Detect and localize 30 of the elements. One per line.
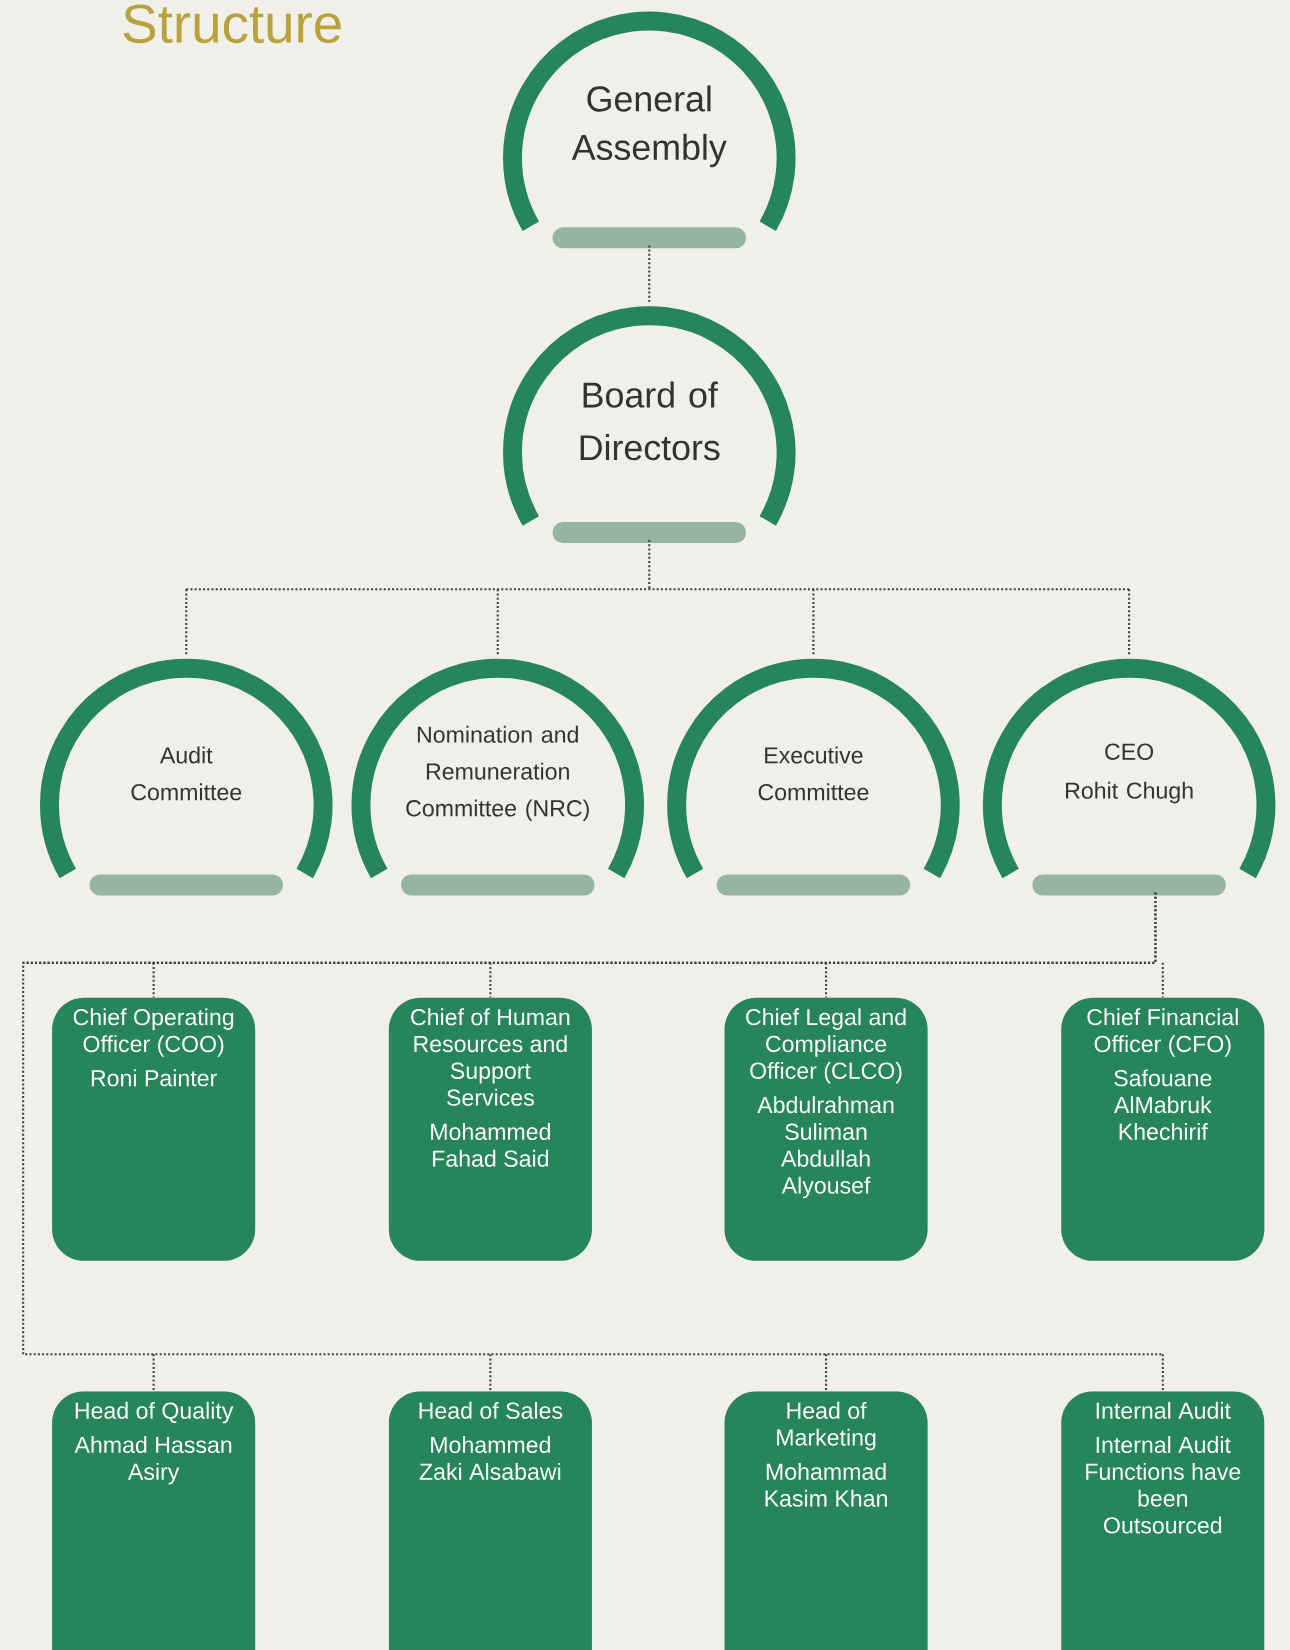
connector-line xyxy=(812,589,815,655)
connector-line xyxy=(1161,962,1164,998)
connector-line xyxy=(1161,1354,1164,1392)
connector-line xyxy=(185,589,188,655)
connector-line xyxy=(489,962,492,998)
connector-line xyxy=(648,245,651,302)
arc-node: Nomination and Remuneration Committee (NRC) xyxy=(351,658,644,896)
role-box: Head of Sales Mohammed Zaki Alsabawi xyxy=(388,1391,592,1650)
role-box: Chief Financial Officer (CFO) Safouane AlMabruk Khechirif xyxy=(1061,997,1265,1261)
arc-node: Board of Directors xyxy=(503,306,796,543)
connector-line xyxy=(824,962,828,998)
role-box: Head of Marketing Mohammad Kasim Khan xyxy=(724,1391,928,1650)
role-box: Chief Legal and Compliance Officer (CLCO) Abdulrahman Suliman Abdullah Alyousef xyxy=(724,997,928,1261)
arc-node: General Assembly xyxy=(503,11,796,249)
role-box: Chief Operating Officer (COO) Roni Painter xyxy=(52,997,256,1261)
connector-line xyxy=(1128,589,1131,655)
arc-node: Audit Committee xyxy=(39,658,333,896)
connector-line xyxy=(496,589,499,655)
connector-line xyxy=(824,1354,828,1392)
connector-line xyxy=(22,892,1163,1356)
role-box: Chief of Human Resources and Support Services Mohammed Fahad Said xyxy=(388,997,592,1261)
arc-node: Executive Committee xyxy=(667,658,960,896)
title: Structure xyxy=(123,4,341,44)
connector-line xyxy=(185,539,1131,591)
connector-line xyxy=(152,962,155,998)
role-box: Internal Audit Internal Audit Functions have been Outsourced xyxy=(1061,1391,1265,1650)
arc-node: CEO Rohit Chugh xyxy=(982,658,1276,896)
connector-line xyxy=(152,1354,155,1392)
connector-line xyxy=(489,1354,492,1392)
role-box: Head of Quality Ahmad Hassan Asiry xyxy=(52,1391,256,1650)
